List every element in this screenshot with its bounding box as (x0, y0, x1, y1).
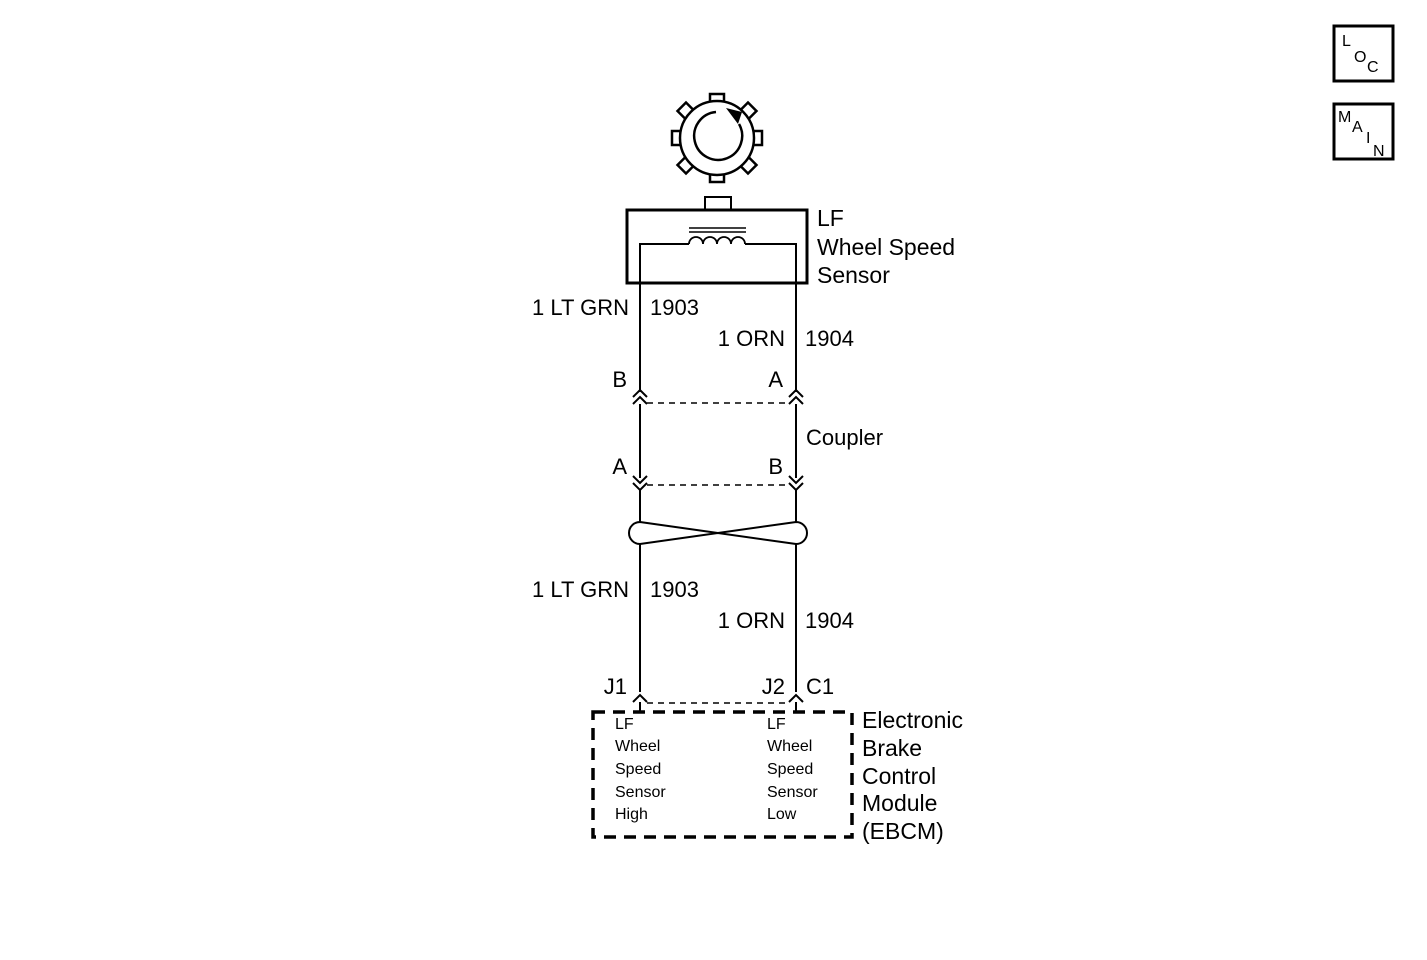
ebcm-high-line-2: Wheel (615, 738, 660, 755)
main-button[interactable]: M A I N (1332, 102, 1395, 161)
tone-wheel-icon (670, 92, 764, 184)
sensor-name-line-3: Sensor (817, 262, 890, 288)
coupler-top-left-pin: B (612, 367, 627, 392)
ebcm-high-line-4: Sensor (615, 784, 666, 801)
coupler-bottom-left-pin: A (612, 454, 627, 479)
ebcm-low-line-4: Sensor (767, 784, 818, 801)
ebcm-name-line-3: Control (862, 763, 936, 789)
loc-letter-l: L (1342, 33, 1351, 50)
wire-1904-lower-color: 1 ORN (718, 608, 785, 633)
ebcm-high-line-5: High (615, 806, 648, 823)
ebcm-connector-c1: C1 (806, 674, 834, 699)
main-letter-a: A (1352, 119, 1363, 136)
wire-1903-lower-color: 1 LT GRN (532, 577, 629, 602)
loc-letter-o: O (1354, 49, 1366, 66)
coupler-top-right-pin: A (768, 367, 783, 392)
ebcm-name-line-4: Module (862, 790, 937, 816)
sensor-name-line-2: Wheel Speed (817, 234, 955, 260)
main-letter-n: N (1373, 143, 1385, 160)
coupler-bottom-right-pin: B (768, 454, 783, 479)
ebcm-name-line-5: (EBCM) (862, 818, 944, 844)
wire-1903-upper-circuit: 1903 (650, 295, 699, 320)
ebcm-low-line-5: Low (767, 806, 797, 823)
twisted-pair-symbol (628, 490, 808, 692)
wheel-speed-sensor-symbol (625, 196, 809, 285)
main-letter-i: I (1366, 130, 1370, 147)
ebcm-module-box (591, 710, 854, 839)
wire-1904-lower-circuit: 1904 (805, 608, 854, 633)
wire-1904-upper-color: 1 ORN (718, 326, 785, 351)
ebcm-low-line-1: LF (767, 716, 786, 733)
ebcm-pin-j1: J1 (604, 674, 627, 699)
sensor-coil-icon (688, 236, 746, 245)
ebcm-name-line-2: Brake (862, 735, 922, 761)
ebcm-low-line-2: Wheel (767, 738, 812, 755)
ebcm-high-line-3: Speed (615, 761, 661, 778)
sensor-name-line-1: LF (817, 205, 844, 231)
coupler-label: Coupler (806, 425, 883, 450)
rotation-arrow-icon (692, 108, 744, 162)
wire-1904-upper-circuit: 1904 (805, 326, 854, 351)
main-letter-m: M (1338, 109, 1351, 126)
ebcm-high-line-1: LF (615, 716, 634, 733)
wire-1903-lower-circuit: 1903 (650, 577, 699, 602)
loc-letter-c: C (1367, 59, 1379, 76)
ebcm-name-line-1: Electronic (862, 707, 963, 733)
wire-1903-upper-color: 1 LT GRN (532, 295, 629, 320)
ebcm-input-high: LF Wheel Speed Sensor High (615, 716, 666, 823)
ebcm-pin-j2: J2 (762, 674, 785, 699)
loc-button[interactable]: L O C (1332, 24, 1395, 83)
ebcm-low-line-3: Speed (767, 761, 813, 778)
ebcm-module-name: Electronic Brake Control Module (EBCM) (862, 707, 963, 844)
ebcm-input-low: LF Wheel Speed Sensor Low (767, 716, 818, 823)
